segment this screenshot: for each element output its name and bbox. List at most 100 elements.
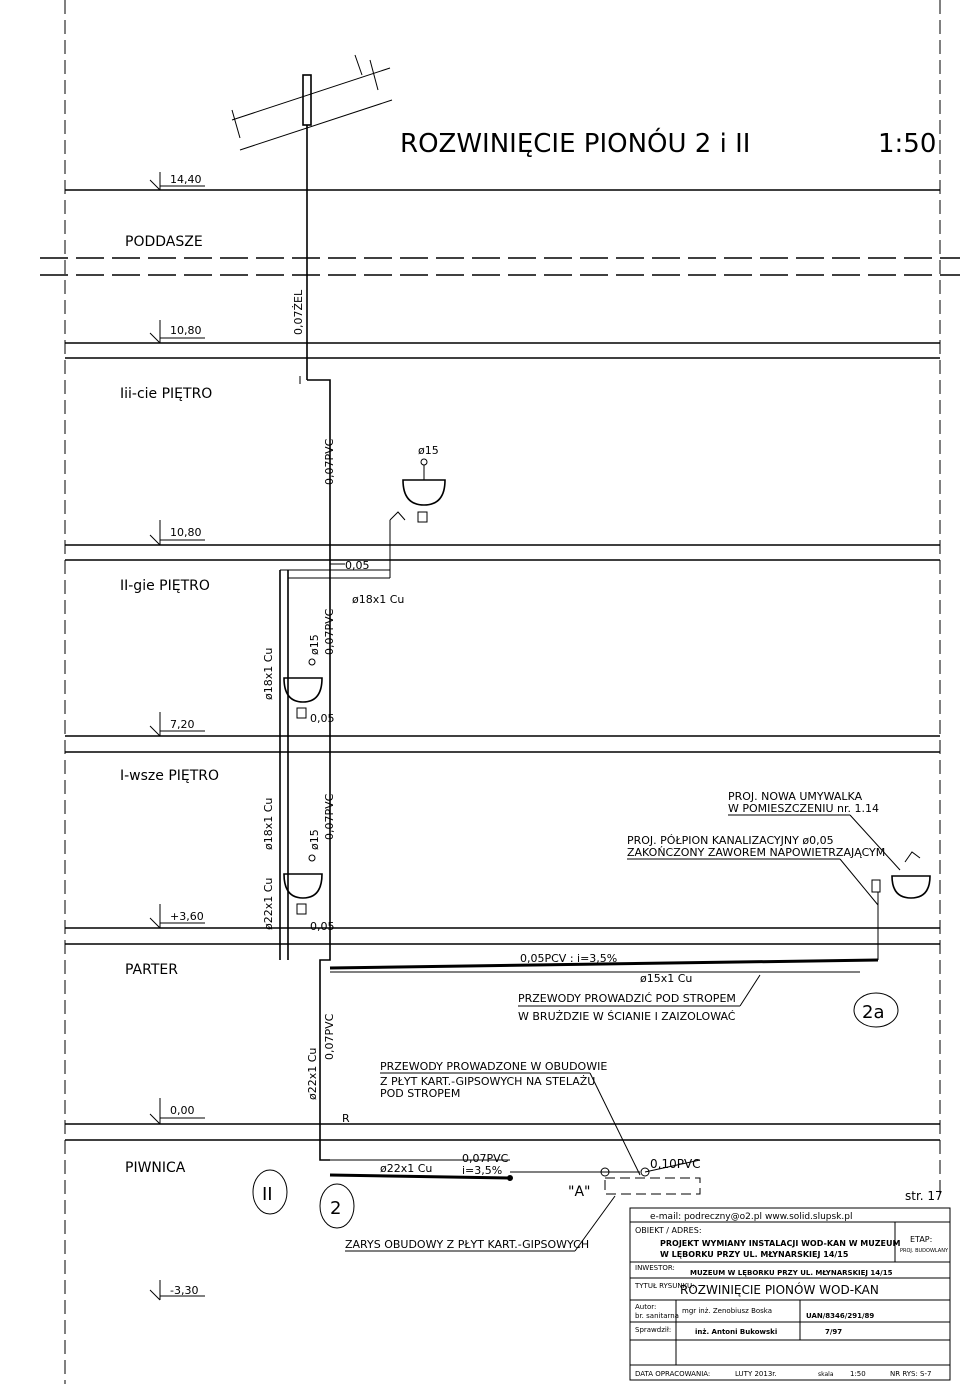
level-marker-m330: -3,30 (149, 1280, 205, 1301)
note-pod-stropem: PRZEWODY PROWADZIĆ POD STROPEM W BRUŻDZI… (518, 974, 761, 1023)
floor-slabs (40, 189, 960, 1141)
svg-text:-3,30: -3,30 (170, 1284, 198, 1297)
floor-iii: Iii-cie PIĘTRO (120, 386, 212, 402)
pipe-label-r: R (342, 1112, 350, 1125)
pipe-label-cu22-b: ø22x1 Cu (380, 1162, 432, 1175)
svg-text:Autor:: Autor: (635, 1303, 656, 1311)
svg-text:PROJEKT WYMIANY INSTALACJI WOD: PROJEKT WYMIANY INSTALACJI WOD-KAN W MUZ… (660, 1239, 901, 1248)
floor-i: I-wsze PIĘTRO (120, 768, 219, 784)
svg-text:PRZEWODY PROWADZONE W OBUDOWIE: PRZEWODY PROWADZONE W OBUDOWIE (380, 1060, 607, 1073)
level-marker-720: 7,20 (149, 712, 205, 737)
pipe-label-pvc3: 0,07PVC (323, 438, 336, 485)
level-marker-1080b: 10,80 (149, 520, 205, 546)
svg-text:inż. Antoni Bukowski: inż. Antoni Bukowski (695, 1328, 777, 1336)
svg-text:LUTY 2013r.: LUTY 2013r. (735, 1370, 777, 1378)
svg-text:II: II (262, 1184, 273, 1205)
floor-poddasze: PODDASZE (125, 234, 203, 250)
svg-text:W POMIESZCZENIU nr. 1.14: W POMIESZCZENIU nr. 1.14 (728, 802, 879, 815)
marker-2a: 2a (853, 992, 899, 1028)
svg-text:skala: skala (818, 1371, 834, 1378)
title-block: e-mail: podreczny@o2.pl www.solid.slupsk… (629, 1207, 951, 1381)
page-number: str. 17 (905, 1189, 943, 1203)
svg-text:TYTUŁ RYSUNKU:: TYTUŁ RYSUNKU: (634, 1282, 695, 1290)
pipe-label-cu18-v1: ø18x1 Cu (262, 798, 275, 850)
svg-text:PROJ. PÓŁPION KANALIZACYJNY ø0: PROJ. PÓŁPION KANALIZACYJNY ø0,05 (627, 834, 834, 847)
pipe-label-pvc10: 0,10PVC (650, 1157, 701, 1171)
pipe-label-zel: 0,07ŻEL (292, 289, 305, 335)
svg-text:W LĘBORKU PRZY UL. MŁYNARSKIEJ: W LĘBORKU PRZY UL. MŁYNARSKIEJ 14/15 (660, 1250, 849, 1259)
floor-ii: II-gie PIĘTRO (120, 578, 210, 594)
washbasin-i (283, 854, 323, 915)
svg-text:+3,60: +3,60 (170, 910, 204, 923)
pipe-label-phi15-3: ø15 (418, 444, 439, 457)
svg-text:1:50: 1:50 (850, 1370, 866, 1378)
svg-text:mgr inż. Zenobiusz Boska: mgr inż. Zenobiusz Boska (682, 1307, 772, 1315)
pipe-label-005c: 0,05 (310, 920, 335, 933)
svg-text:S-7: S-7 (920, 1370, 931, 1378)
main-risers (279, 376, 391, 1161)
note-zarys: ZARYS OBUDOWY Z PŁYT KART.-GIPSOWYCH (345, 1195, 616, 1252)
washbasin-iii (389, 458, 446, 523)
svg-text:PRZEWODY PROWADZIĆ POD STROPEM: PRZEWODY PROWADZIĆ POD STROPEM (518, 992, 736, 1005)
svg-text:2: 2 (330, 1198, 341, 1219)
svg-text:OBIEKT / ADRES:: OBIEKT / ADRES: (635, 1226, 702, 1235)
svg-text:POD STROPEM: POD STROPEM (380, 1087, 460, 1100)
svg-text:br. sanitarna: br. sanitarna (635, 1312, 679, 1320)
svg-text:NR RYS:: NR RYS: (890, 1370, 918, 1378)
svg-text:INWESTOR:: INWESTOR: (635, 1264, 675, 1272)
svg-text:ZAKOŃCZONY ZAWOREM NAPOWIETRZA: ZAKOŃCZONY ZAWOREM NAPOWIETRZAJĄCYM (627, 846, 885, 859)
pipe-label-cu18-v2: ø18x1 Cu (262, 648, 275, 700)
svg-text:DATA OPRACOWANIA:: DATA OPRACOWANIA: (635, 1370, 710, 1378)
note-kanalizacja: PROJ. PÓŁPION KANALIZACYJNY ø0,05 ZAKOŃC… (627, 834, 885, 906)
pipe-label-005a: 0,05 (345, 559, 370, 572)
floor-parter: PARTER (125, 962, 178, 978)
pipe-label-cu18-h: ø18x1 Cu (352, 593, 404, 606)
pipe-label-pvc0: 0,07PVC (323, 1013, 336, 1060)
pipe-label-pcv-slope: 0,05PCV : i=3,5% (520, 952, 617, 965)
svg-text:7,20: 7,20 (170, 718, 195, 731)
pipe-label-slope-b: i=3,5% (462, 1164, 502, 1177)
pipe-label-cu15: ø15x1 Cu (640, 972, 692, 985)
pipe-label-pvc-b: 0,07PVC (462, 1152, 509, 1165)
svg-text:ZARYS OBUDOWY Z PŁYT KART.-GIP: ZARYS OBUDOWY Z PŁYT KART.-GIPSOWYCH (345, 1238, 589, 1251)
pipe-label-cu22-v1: ø22x1 Cu (262, 878, 275, 930)
level-marker-360: +3,60 (149, 904, 205, 929)
svg-text:W BRUŻDZIE W ŚCIANIE I ZAIZOLO: W BRUŻDZIE W ŚCIANIE I ZAIZOLOWAĆ (518, 1010, 736, 1023)
note-obudowa: PRZEWODY PROWADZONE W OBUDOWIE Z PŁYT KA… (380, 1060, 641, 1176)
svg-text:14,40: 14,40 (170, 173, 202, 186)
marker-a: "A" (568, 1184, 590, 1200)
roof-vent (231, 54, 393, 380)
svg-text:ETAP:: ETAP: (910, 1235, 932, 1244)
washbasin-ii (283, 658, 323, 719)
floor-piwnica: PIWNICA (125, 1160, 186, 1176)
svg-text:7/97: 7/97 (825, 1328, 842, 1336)
drain-pipe-parter (329, 958, 879, 970)
svg-text:Sprawdził:: Sprawdził: (635, 1326, 671, 1334)
pipe-label-cu22-v0: ø22x1 Cu (306, 1048, 319, 1100)
svg-text:10,80: 10,80 (170, 324, 202, 337)
svg-text:UAN/8346/291/89: UAN/8346/291/89 (806, 1312, 874, 1320)
svg-text:10,80: 10,80 (170, 526, 202, 539)
marker-2: 2 (319, 1183, 355, 1229)
basement-pipes (329, 1159, 701, 1181)
basement-enclosure-outline (604, 1177, 701, 1195)
svg-text:MUZEUM W LĘBORKU PRZY UL. MŁYN: MUZEUM W LĘBORKU PRZY UL. MŁYNARSKIEJ 14… (690, 1269, 893, 1277)
svg-text:Z PŁYT KART.-GIPSOWYCH NA STEL: Z PŁYT KART.-GIPSOWYCH NA STELAŻU (380, 1075, 595, 1088)
level-marker-1440: 14,40 (149, 172, 205, 191)
pipe-label-pvc2: 0,07PVC (323, 608, 336, 655)
level-marker-000: 0,00 (149, 1098, 205, 1125)
svg-text:0,00: 0,00 (170, 1104, 195, 1117)
pipe-label-005b: 0,05 (310, 712, 335, 725)
note-new-washbasin: PROJ. NOWA UMYWALKA W POMIESZCZENIU nr. … (728, 790, 901, 871)
marker-II: II (252, 1169, 288, 1215)
level-marker-1080a: 10,80 (149, 320, 205, 344)
svg-text:e-mail: podreczny@o2.pl: e-mail: podreczny@o2.pl (650, 1212, 762, 1222)
svg-text:www.solid.slupsk.pl: www.solid.slupsk.pl (765, 1212, 852, 1222)
drawing-scale: 1:50 (878, 129, 936, 159)
pipe-label-phi15-2: ø15 (308, 634, 321, 655)
svg-text:PROJ. BUDOWLANY: PROJ. BUDOWLANY (900, 1248, 949, 1254)
pipe-label-pvc1: 0,07PVC (323, 793, 336, 840)
pipe-label-phi15-1: ø15 (308, 829, 321, 850)
svg-text:ROZWINIĘCIE PIONÓW WOD-KAN: ROZWINIĘCIE PIONÓW WOD-KAN (680, 1282, 879, 1297)
